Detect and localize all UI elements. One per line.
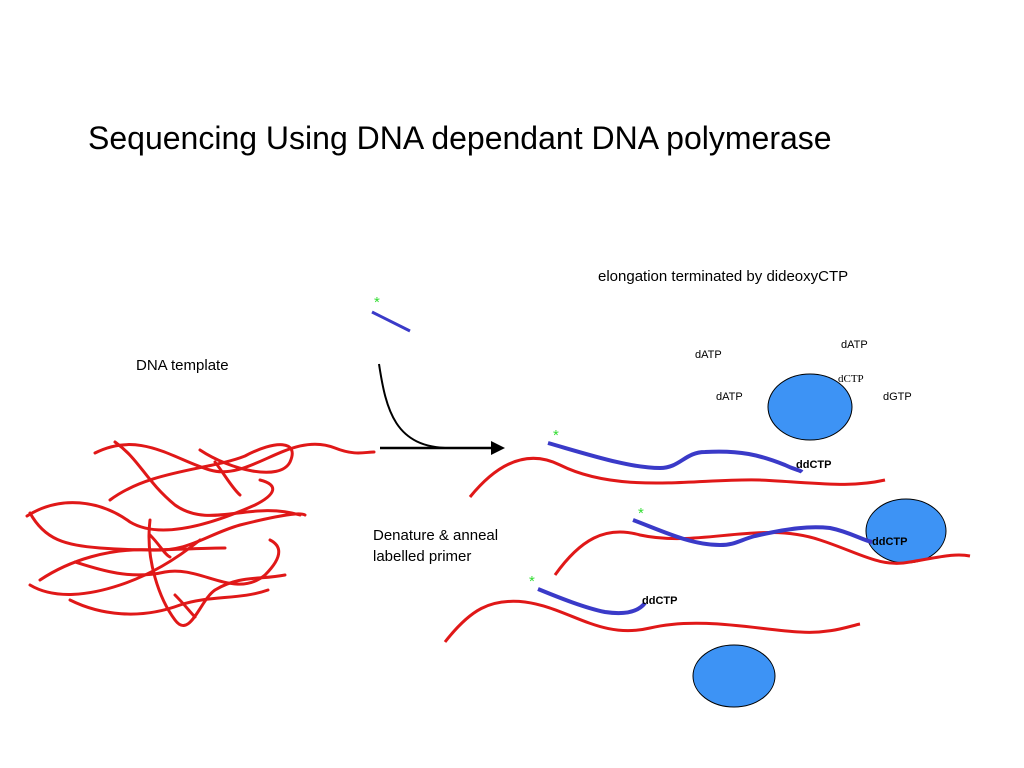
template-strand-3 (443, 599, 861, 643)
ddctp-label: ddCTP (872, 536, 908, 548)
polymerase-1 (767, 373, 853, 441)
template-strand-2 (553, 530, 971, 576)
polymerase-3 (692, 644, 776, 708)
labelled-primer (371, 310, 411, 333)
page-title: Sequencing Using DNA dependant DNA polym… (88, 120, 832, 156)
label-marker-star: * (553, 427, 559, 444)
datp-label: dATP (695, 349, 722, 361)
datp-label: dATP (841, 339, 868, 351)
polymerase-2 (865, 498, 947, 564)
dctp-label: dCTP (838, 373, 864, 385)
ddctp-label: ddCTP (642, 595, 678, 607)
datp-label: dATP (716, 391, 743, 403)
dna-template-label: DNA template (136, 357, 229, 374)
extended-strand-1 (547, 441, 804, 474)
process-arrow (378, 363, 505, 455)
template-strand-1 (468, 456, 886, 498)
label-marker-star: * (374, 294, 380, 311)
label-marker-star: * (638, 505, 644, 522)
tangled-dna-template (25, 440, 376, 627)
dgtp-label: dGTP (883, 391, 912, 403)
extended-strand-2 (632, 518, 873, 548)
denature-anneal-label: Denature & anneal labelled primer (373, 527, 499, 565)
extended-strand-3 (537, 587, 647, 616)
ddctp-label: ddCTP (796, 459, 832, 471)
label-marker-star: * (529, 573, 535, 590)
elongation-label: elongation terminated by dideoxyCTP (598, 268, 849, 285)
